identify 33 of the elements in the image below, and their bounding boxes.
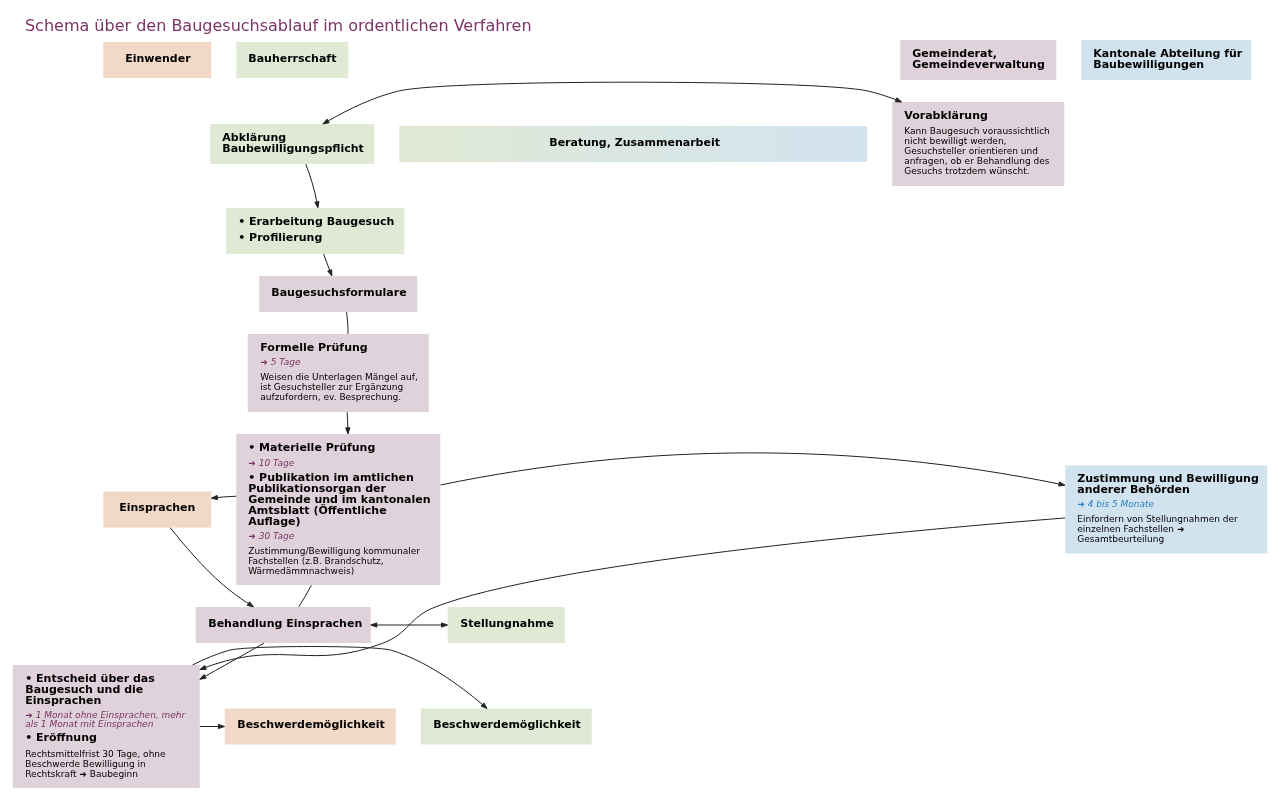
node-box: Abklärung Baubewilligungspflicht: [210, 123, 375, 164]
arrow: [323, 253, 333, 276]
arrow: [199, 516, 1066, 670]
connector: [298, 584, 312, 607]
node-box: Einsprachen: [103, 491, 212, 527]
node-box: Behandlung Einsprachen: [195, 606, 371, 643]
node-box: Kantonale Abteilung für Baubewilligungen: [1081, 39, 1252, 80]
arrow: [305, 163, 320, 208]
arrow: [210, 494, 237, 500]
node-box: Beschwerdemöglichkeit: [224, 708, 396, 744]
connector: [346, 311, 349, 334]
node-box: Formelle Prüfung ➜ 5 Tage Weisen die Unterlagen Mängel auf, ist Gesuchsteller zur Ergänzung aufzufordern, ev. Besprechung.: [247, 333, 429, 412]
node-box: Beratung, Zusammenarbeit: [399, 125, 868, 162]
diagram-title: Schema über den Baugesuchsablauf im ordentlichen Verfahren: [24, 15, 532, 35]
node-box: Bauherrschaft: [236, 41, 349, 78]
arrow: [440, 451, 1066, 487]
node-box: Zustimmung und Bewilligung anderer Behörden ➜ 4 bis 5 Monate Einfordern von Stellungnahmen der einzelnen Fachstellen ➜ Gesamtbeurteilung: [1065, 465, 1268, 553]
arrow: [192, 645, 488, 709]
arrow: [345, 411, 351, 434]
node-box: Beschwerdemöglichkeit: [420, 708, 592, 744]
node-box: Baugesuchsformulare: [259, 275, 418, 312]
arrow: [169, 526, 254, 607]
node-box: • Entscheid über das Baugesuch und die Einsprachen ➜ 1 Monat ohne Einsprachen, mehr als 1 Monat mit Einsprachen • Eröffnung Rechtsmittelfrist 30 Tage, ohne Beschwerde Bewilligung in Rechtskraft ➜ Baubeginn: [12, 664, 200, 788]
node-box: Einwender: [103, 41, 212, 78]
node-box: • Erarbeitung Baugesuch • Profilierung: [226, 207, 405, 254]
node-box: Gemeinderat, Gemeindeverwaltung: [900, 39, 1057, 80]
arrow: [199, 642, 265, 680]
arrow: [370, 621, 448, 628]
node-box: Stellungnahme: [447, 606, 565, 643]
node-box: • Materielle Prüfung ➜ 10 Tage • Publikation im amtlichen Publikationsorgan der Gemeinde und im kantonalen Amtsblatt (Öffentliche Auflage) ➜ 30 Tage Zustimmung/Bewilligung kommunaler Fachstellen (z.B. Brandschutz, Wärmedämmnachweis): [236, 433, 441, 585]
node-box: Vorabklärung Kann Baugesuch voraussichtlich nicht bewilligt werden, Gesuchsteller orientieren und anfragen, ob er Behandlung des Gesuchs trotzdem wünscht.: [892, 101, 1065, 186]
arrow: [322, 81, 903, 124]
arrow: [199, 723, 225, 729]
